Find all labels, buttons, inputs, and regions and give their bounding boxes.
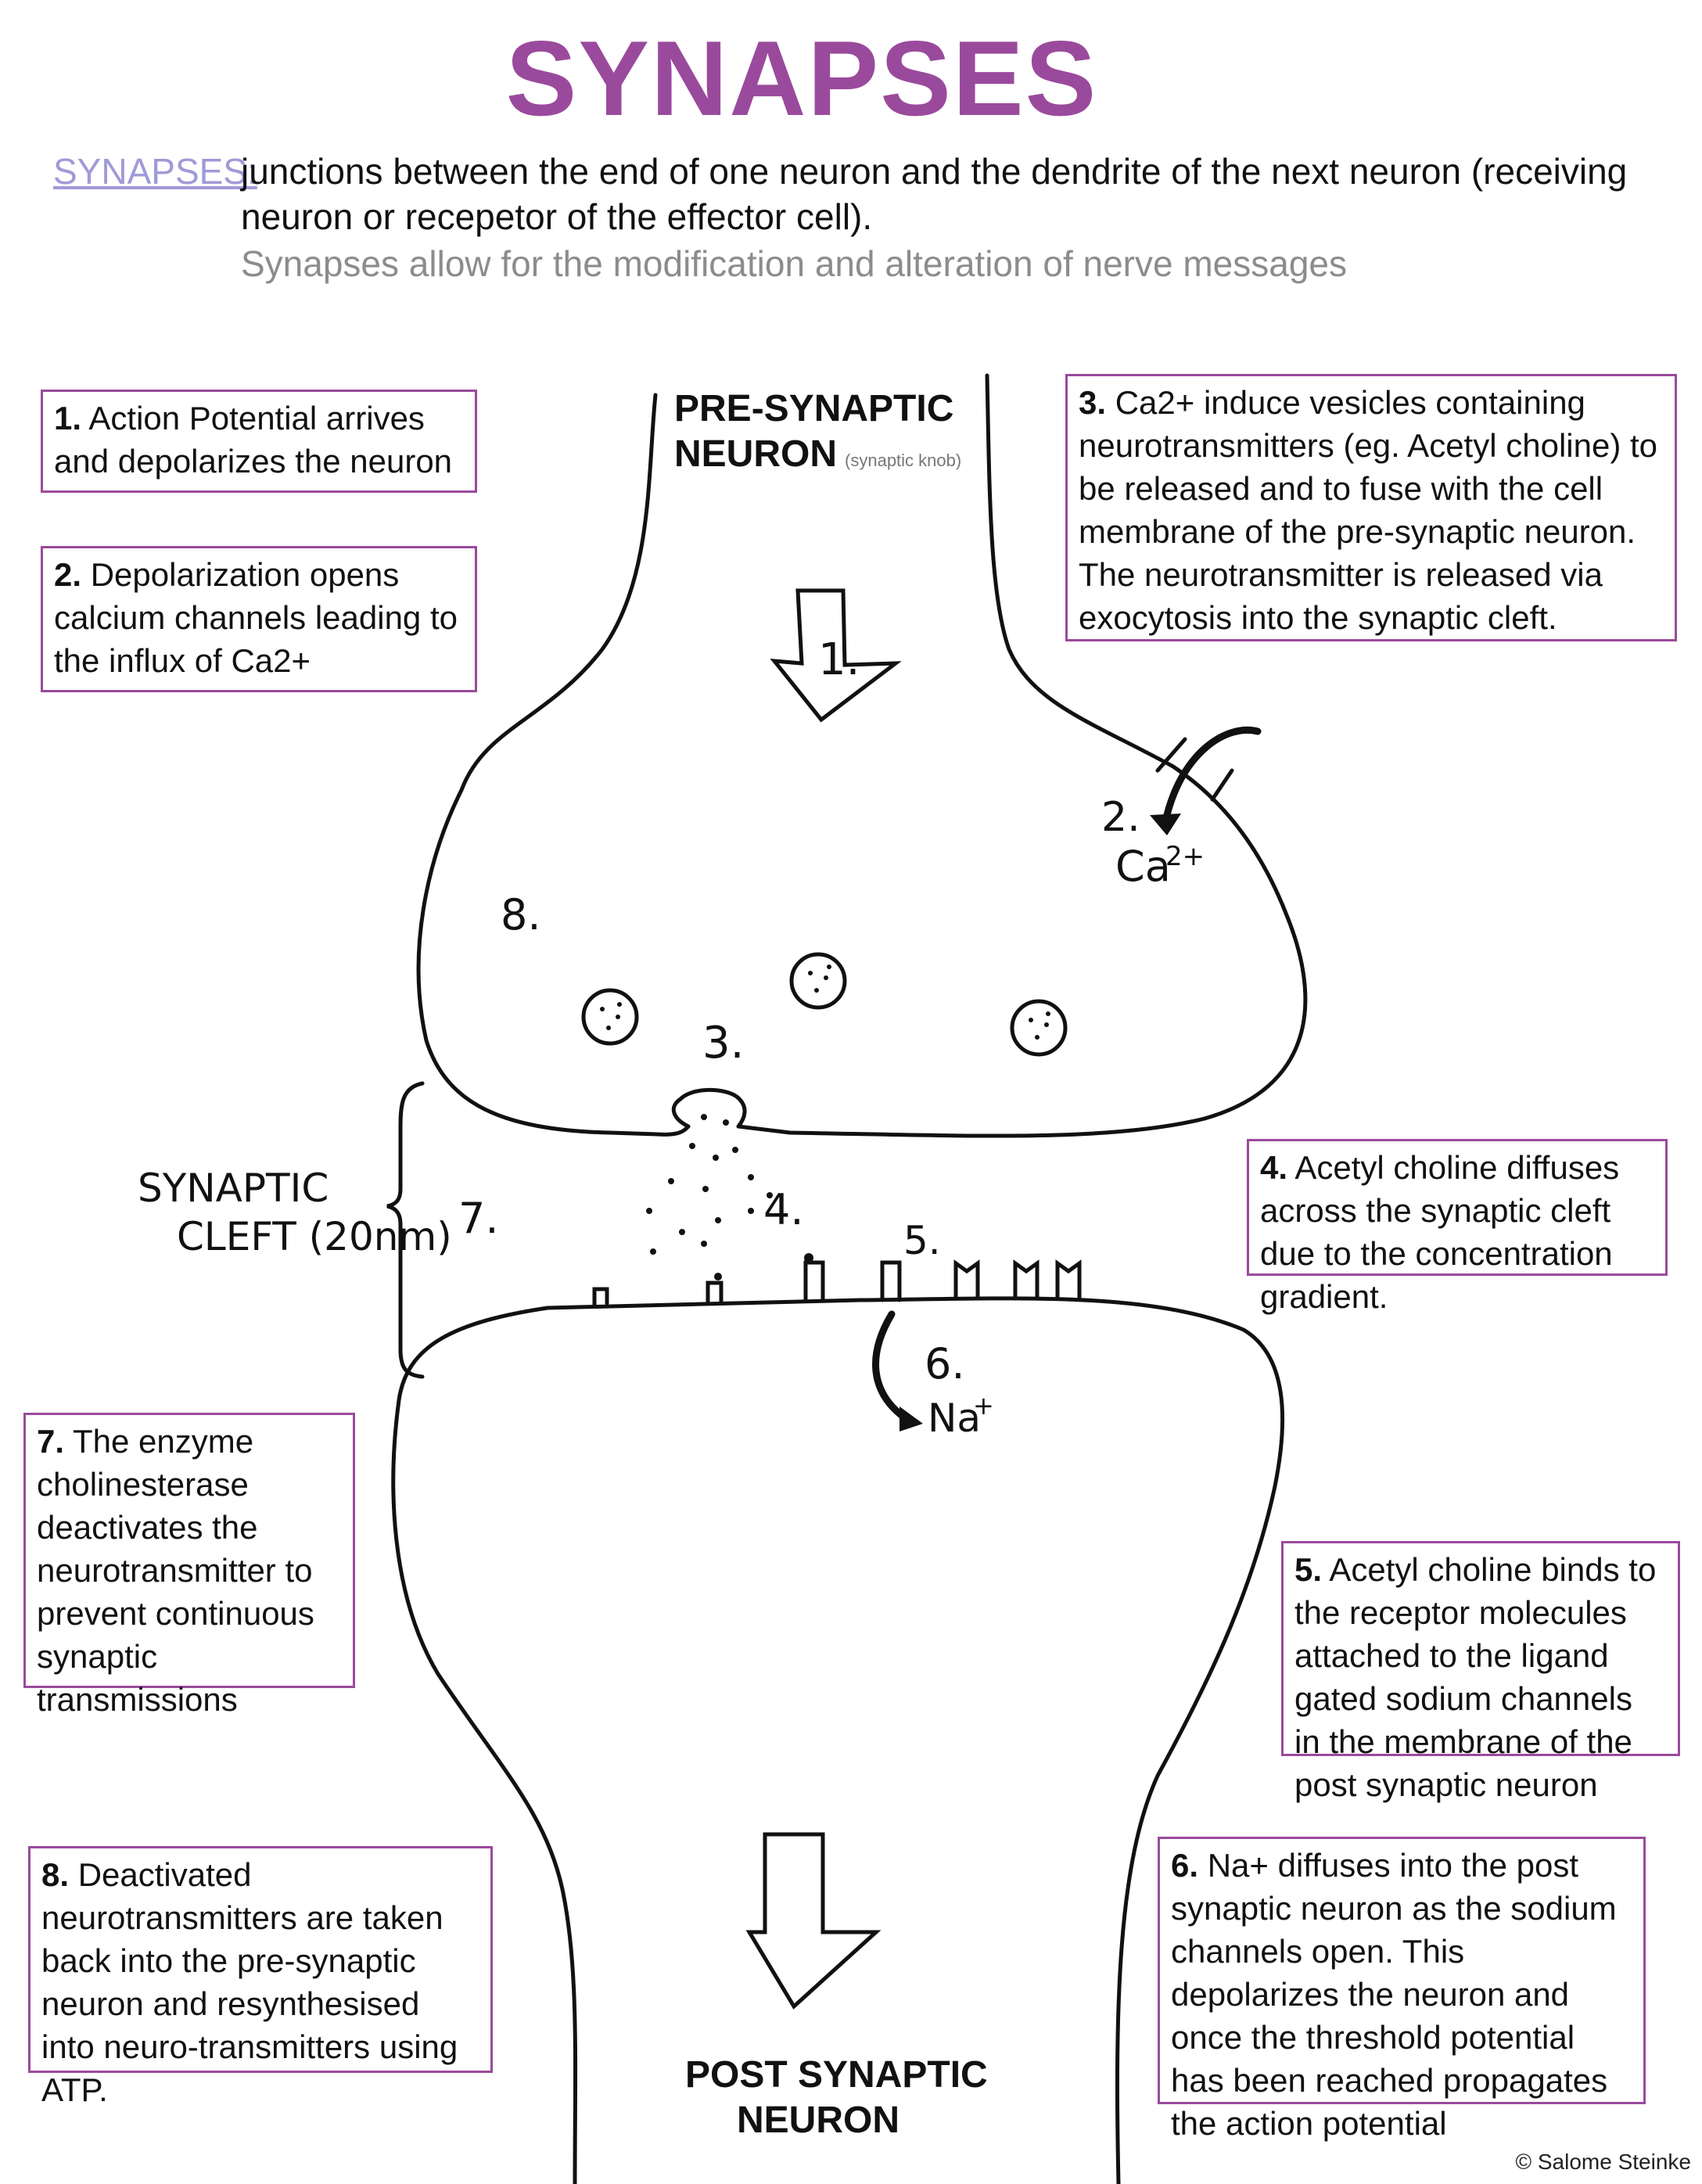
arrow-down-icon — [745, 1832, 882, 2010]
step-box-8: 8. Deactivated neurotransmitters are tak… — [28, 1846, 493, 2108]
mark-7: 7. — [458, 1194, 499, 1243]
receptor — [592, 1287, 609, 1307]
cleft-label-line1: SYNAPTIC — [138, 1166, 329, 1211]
receptor — [953, 1259, 980, 1301]
step-box-7: 7. The enzyme cholinesterase deactivates… — [23, 1413, 355, 1718]
postsynaptic-outline — [391, 1306, 578, 2184]
postsynaptic-outline-right — [545, 1296, 1285, 2184]
vesicle — [581, 988, 639, 1046]
mark-5: 5. — [903, 1218, 941, 1263]
presynaptic-outline — [416, 393, 691, 1137]
mark-8: 8. — [501, 890, 541, 939]
calcium-arrow-icon — [1162, 726, 1262, 825]
step-number: 7. — [37, 1423, 65, 1460]
step-text: Acetyl choline diffuses across the synap… — [1260, 1149, 1620, 1315]
step-box-3: 3. Ca2+ induce vesicles containing neuro… — [1065, 374, 1677, 641]
synaptic-knob-note: (synaptic knob) — [845, 451, 962, 470]
vesicle — [789, 952, 847, 1010]
intro-term: SYNAPSES: — [53, 151, 257, 192]
mark-ca-charge: 2+ — [1165, 841, 1205, 872]
step-text: Acetyl choline binds to the receptor mol… — [1294, 1551, 1657, 1803]
step-box-2: 2. Depolarization opens calcium channels… — [41, 546, 477, 692]
presynaptic-label-line2-wrap: NEURON (synaptic knob) — [674, 433, 961, 476]
presynaptic-outline-right — [736, 373, 1308, 1138]
step-number: 8. — [41, 1856, 70, 1893]
fusing-vesicle — [671, 1087, 747, 1129]
page-title: SYNAPSES — [505, 19, 1098, 138]
receptor — [706, 1281, 724, 1304]
cleft-brace — [386, 1081, 425, 1379]
mark-na: Na — [928, 1396, 981, 1441]
arrow-down-icon — [770, 588, 902, 723]
vesicle — [1010, 999, 1068, 1057]
receptor — [1013, 1259, 1040, 1301]
step-text: Ca2+ induce vesicles containing neurotra… — [1079, 384, 1658, 636]
step-text: Na+ diffuses into the post synaptic neur… — [1171, 1847, 1617, 2142]
step-box-5: 5. Acetyl choline binds to the receptor … — [1281, 1541, 1680, 1803]
mark-na-charge: + — [973, 1391, 994, 1421]
presynaptic-label-line2: NEURON — [674, 433, 838, 475]
receptor — [803, 1260, 825, 1302]
intro-subtext: Synapses allow for the modification and … — [241, 243, 1348, 284]
step-number: 5. — [1294, 1551, 1323, 1588]
step-number: 2. — [54, 556, 82, 593]
step-number: 3. — [1079, 384, 1107, 421]
mark-6: 6. — [925, 1339, 965, 1388]
mark-1: 1. — [818, 634, 860, 685]
receptor — [1055, 1259, 1082, 1301]
intro-definition: junctions between the end of one neuron … — [241, 151, 1628, 237]
step-text: Action Potential arrives and depolarizes… — [54, 400, 453, 480]
step-number: 4. — [1260, 1149, 1288, 1186]
sodium-arrow-icon — [872, 1310, 911, 1424]
credit-text: © Salome Steinke — [1515, 2150, 1691, 2174]
mark-ca: Ca — [1115, 842, 1171, 891]
postsynaptic-label-line1: POST SYNAPTIC — [685, 2054, 988, 2096]
calcium-channel — [1155, 737, 1234, 802]
postsynaptic-label-line2: NEURON — [737, 2100, 900, 2141]
mark-3: 3. — [702, 1018, 744, 1069]
step-text: The enzyme cholinesterase deactivates th… — [37, 1423, 314, 1718]
mark-2: 2. — [1101, 794, 1140, 841]
cleft-label-line2: CLEFT (20nm) — [177, 1214, 452, 1259]
step-box-4: 4. Acetyl choline diffuses across the sy… — [1247, 1139, 1668, 1315]
step-box-6: 6. Na+ diffuses into the post synaptic n… — [1158, 1837, 1646, 2142]
presynaptic-label-line1: PRE-SYNAPTIC — [674, 388, 954, 429]
receptor — [880, 1260, 902, 1302]
step-text: Depolarization opens calcium channels le… — [54, 556, 458, 679]
step-text: Deactivated neurotransmitters are taken … — [41, 1856, 458, 2108]
step-box-1: 1. Action Potential arrives and depolari… — [41, 390, 477, 493]
mark-4: 4. — [763, 1185, 804, 1234]
step-number: 1. — [54, 400, 82, 436]
step-number: 6. — [1171, 1847, 1199, 1884]
